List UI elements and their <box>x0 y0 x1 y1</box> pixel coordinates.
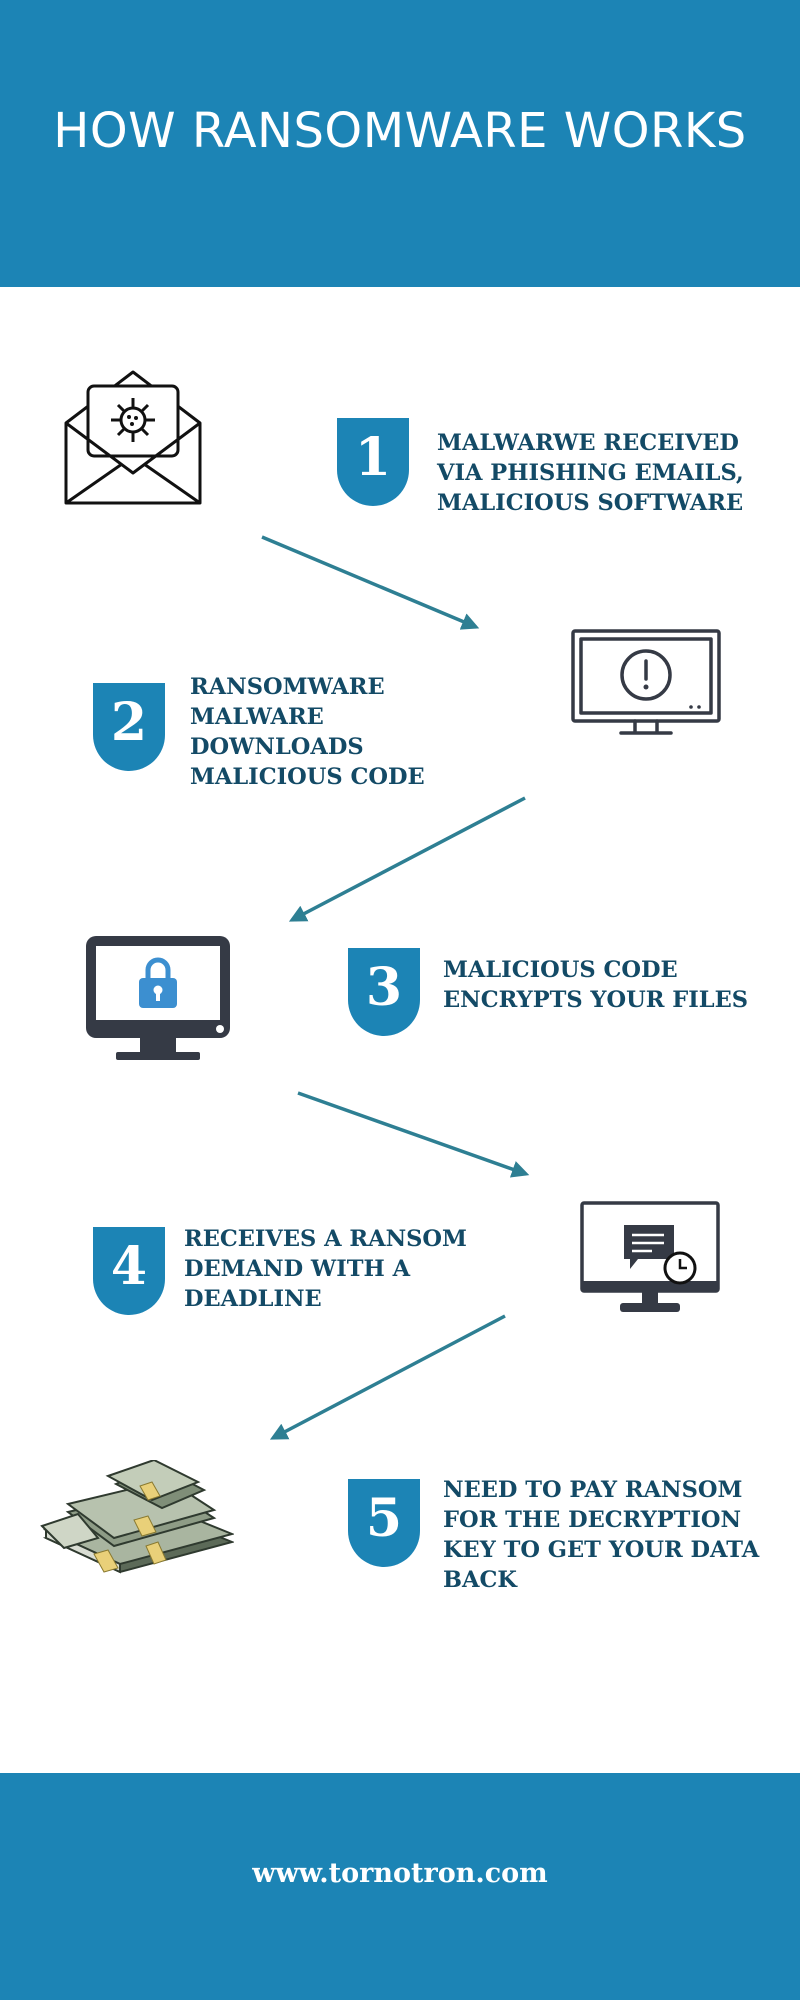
website-link[interactable]: www.tornotron.com <box>252 1858 548 1889</box>
step-2-badge: 2 <box>93 683 165 771</box>
arrow-1-to-2 <box>261 535 480 630</box>
money-stacks-icon <box>38 1460 234 1580</box>
step-2-text: RANSOMWARE MALWARE DOWNLOADS MALICIOUS C… <box>190 674 425 790</box>
step-4-text: RECEIVES A RANSOM DEMAND WITH A DEADLINE <box>184 1226 467 1312</box>
arrow-2-to-3 <box>288 796 526 922</box>
step-5-badge: 5 <box>348 1479 420 1567</box>
step-4-badge: 4 <box>93 1227 165 1315</box>
step-3-badge: 3 <box>348 948 420 1036</box>
monitor-lock-icon <box>84 934 232 1064</box>
page-title: HOW RANSOMWARE WORKS <box>53 103 747 159</box>
header-banner: HOW RANSOMWARE WORKS <box>0 0 800 287</box>
footer-banner: www.tornotron.com <box>0 1773 800 2000</box>
arrow-4-to-5 <box>269 1314 506 1440</box>
step-1-badge: 1 <box>337 418 409 506</box>
step-3-text: MALICIOUS CODE ENCRYPTS YOUR FILES <box>443 957 748 1013</box>
step-1-text: MALWARWE RECEIVED VIA PHISHING EMAILS, M… <box>437 430 744 516</box>
monitor-message-clock-icon <box>580 1201 720 1316</box>
step-5-text: NEED TO PAY RANSOM FOR THE DECRYPTION KE… <box>443 1477 760 1593</box>
envelope-virus-icon <box>64 368 202 508</box>
monitor-alert-icon <box>571 629 721 737</box>
arrow-3-to-4 <box>297 1091 530 1178</box>
